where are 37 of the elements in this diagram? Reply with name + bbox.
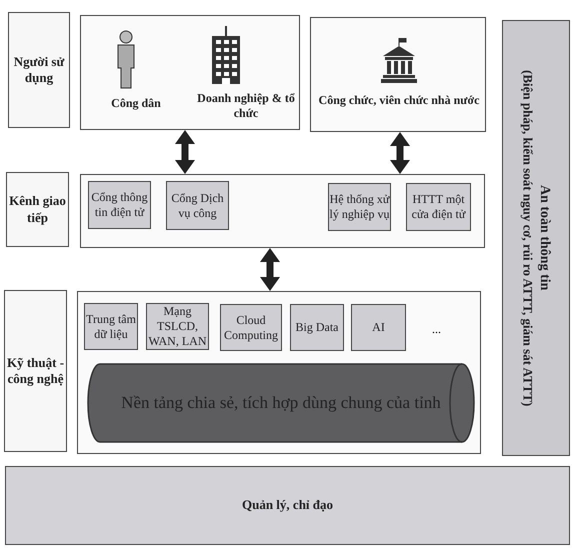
text-label: Big Data (296, 320, 338, 335)
layer-panel (80, 15, 300, 130)
component-box (166, 181, 229, 230)
component-box (351, 304, 406, 351)
text-label: Kênh giao tiếp (8, 193, 67, 226)
text-label: Doanh nghiệp & tổ chức (196, 91, 296, 121)
text-label: Công chức, viên chức nhà nước (318, 93, 480, 108)
component-box (328, 183, 391, 231)
security-band (502, 20, 570, 456)
layer-label-box (4, 290, 67, 452)
component-box (220, 304, 282, 351)
layer-panel (80, 174, 485, 248)
component-box (88, 181, 151, 229)
text-label: Người sử dụng (12, 54, 66, 86)
layer-label-box (8, 12, 70, 128)
text-label: Nền tảng chia sẻ, tích hợp dùng chung của tỉnh (121, 392, 441, 414)
text-label: Mạng TSLCD, WAN, LAN (148, 304, 208, 349)
text-label: Kỹ thuật - công nghệ (6, 354, 66, 388)
component-box (84, 303, 138, 350)
heading: An toàn thông tin (536, 185, 553, 291)
text-label: AI (372, 320, 385, 335)
text-label: (Biện pháp, kiểm soát nguy cơ, rủi ro ATTT, giám sát ATTT) (519, 70, 536, 406)
text-label: Cloud Computing (222, 312, 279, 342)
text-label: HTTT một cửa điện tử (410, 192, 467, 222)
text-label: Cổng Dịch vụ công (170, 190, 225, 220)
text-label: Quản lý, chỉ đạo (242, 497, 334, 514)
layer-panel (77, 291, 481, 454)
text-label: Trung tâm dữ liệu (85, 312, 137, 342)
layer-label-box (6, 172, 69, 247)
text-label: Hệ thống xử lý nghiệp vụ (329, 192, 390, 222)
text-label: Cổng thông tin điện tử (90, 190, 149, 220)
component-box (406, 183, 471, 231)
management-band (5, 466, 570, 545)
layer-panel (310, 17, 486, 132)
ellipsis-label: ... (432, 322, 441, 337)
component-box (290, 304, 344, 351)
text-label: Công dân (110, 96, 162, 111)
